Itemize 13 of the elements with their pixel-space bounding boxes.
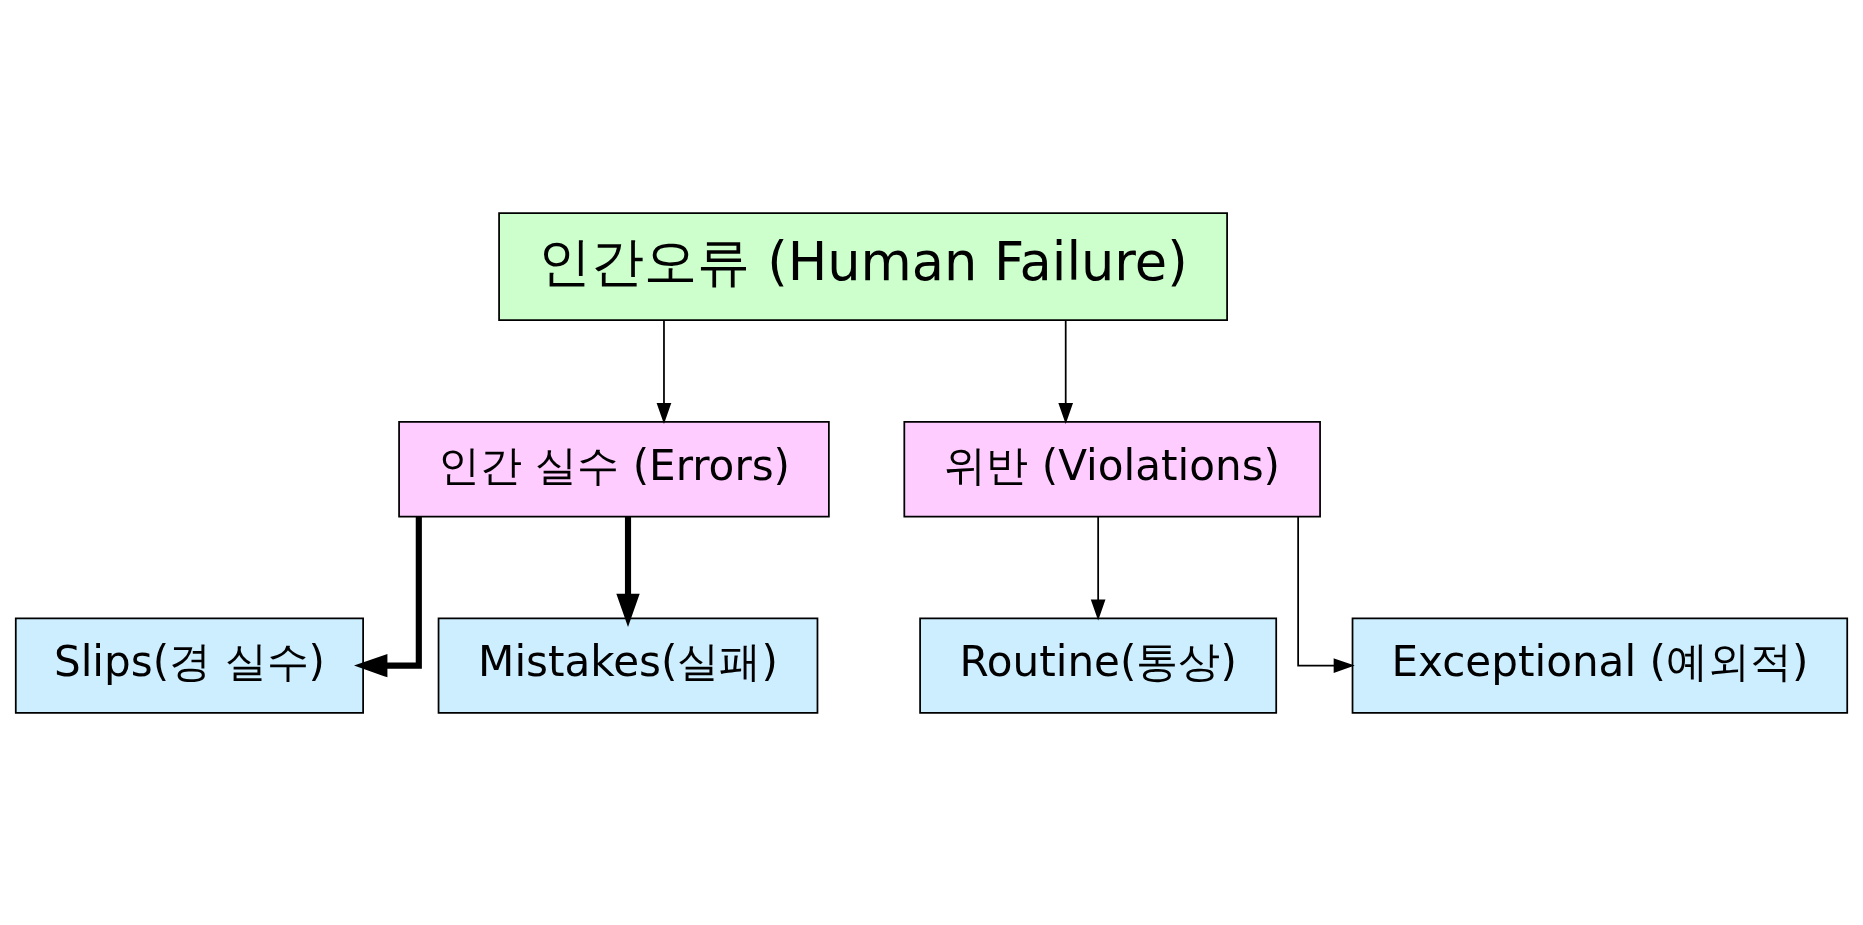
arrow [656, 318, 672, 424]
node-box: Exceptional (예외적) [1351, 616, 1849, 714]
node-box: Mistakes(실패) [437, 616, 819, 714]
node-box: 인간 실수 (Errors) [398, 420, 830, 517]
node-box: Slips(경 실수) [14, 616, 364, 714]
node-box: Routine(통상) [919, 616, 1278, 714]
node-box: 인간오류 (Human Failure) [498, 211, 1228, 321]
arrow [1090, 515, 1106, 620]
arrow [1297, 515, 1355, 673]
arrow [354, 516, 422, 677]
arrow [1058, 318, 1074, 424]
node-box: 위반 (Violations) [903, 420, 1321, 517]
arrow [616, 516, 640, 627]
